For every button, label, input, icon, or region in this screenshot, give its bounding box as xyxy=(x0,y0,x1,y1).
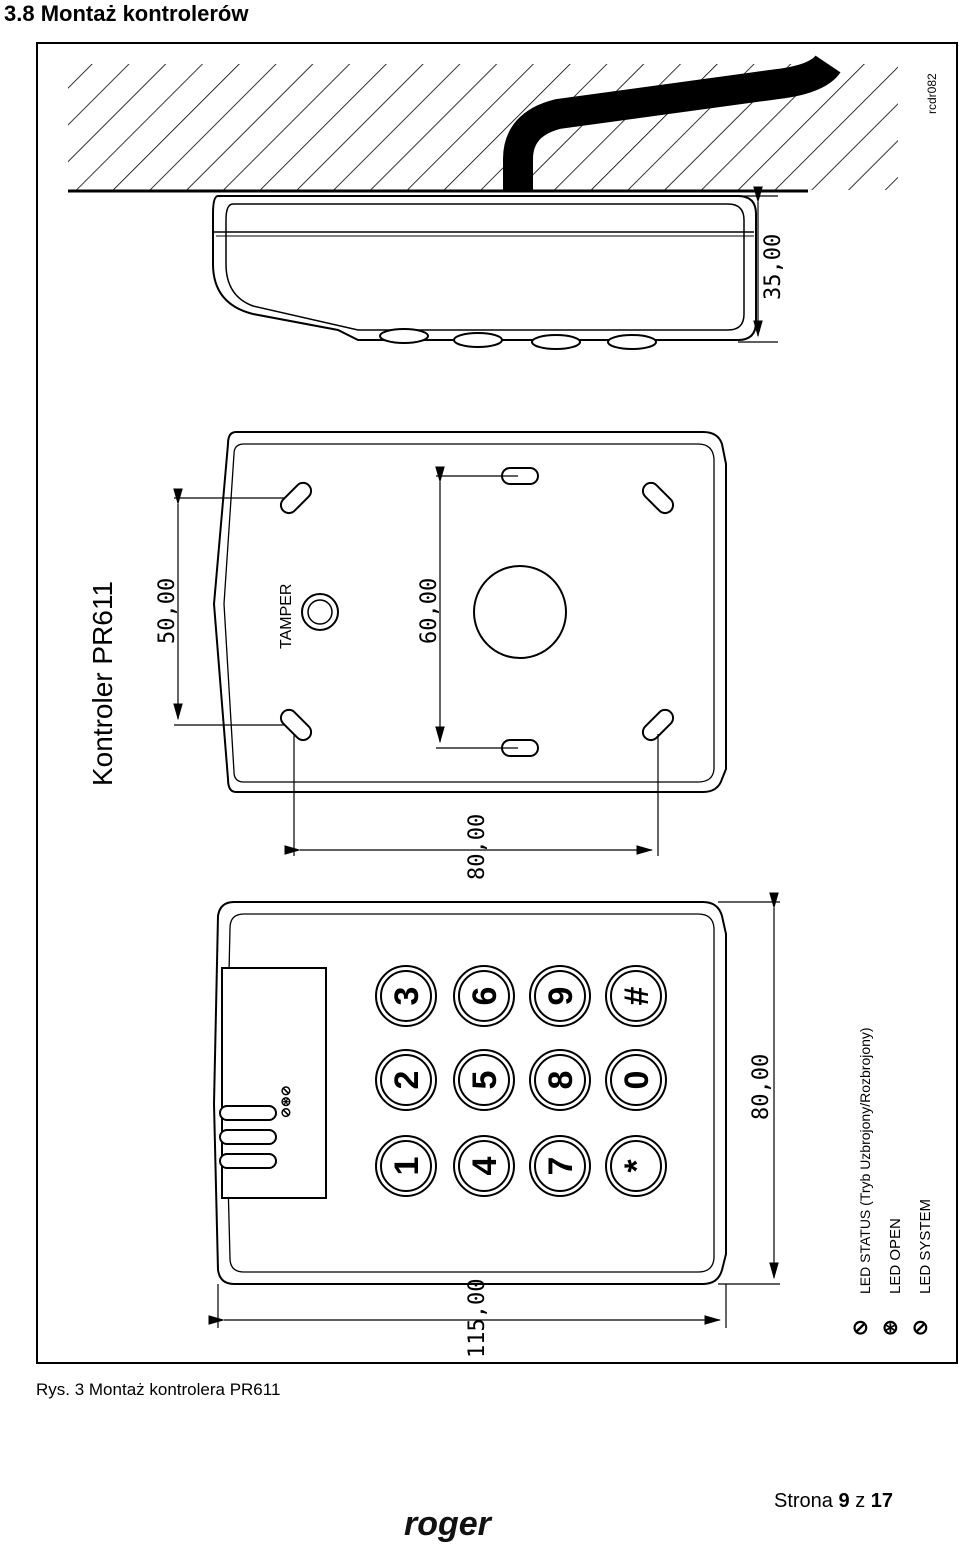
key-face xyxy=(534,1054,586,1106)
key-ring xyxy=(605,1135,667,1197)
key-face xyxy=(534,1140,586,1192)
key-ring xyxy=(453,1135,515,1197)
key-label: 8 xyxy=(542,1071,580,1090)
dim-hole-horizontal: 80,00 xyxy=(465,814,490,880)
housing-side xyxy=(212,195,757,341)
led-legend: LED STATUS (Tryb Uzbrojony/Rozbrojony) L… xyxy=(852,1027,934,1339)
key-face xyxy=(458,970,510,1022)
legend-led-system: LED SYSTEM xyxy=(917,1199,934,1294)
dim-depth: 35,00 xyxy=(761,234,786,300)
figure-caption: Rys. 3 Montaż kontrolera PR611 xyxy=(36,1380,281,1399)
key-face xyxy=(610,970,662,1022)
keypad-key-7: 7 xyxy=(529,1135,591,1197)
keypad-key-4: 4 xyxy=(453,1135,515,1197)
page-number: Strona 9 z 17 xyxy=(774,1490,893,1513)
key-face xyxy=(380,1140,432,1192)
dim-hole-vertical: 50,00 xyxy=(155,578,180,644)
led-status-icon: ⊘ xyxy=(852,1317,869,1339)
figure-title: Kontroler PR611 xyxy=(87,581,118,786)
keypad: 1 2 3 4 5 6 7 8 9 * 0 # xyxy=(375,965,667,1197)
key-face xyxy=(534,970,586,1022)
key-ring xyxy=(375,965,437,1027)
section-heading: 3.8 Montaż kontrolerów xyxy=(4,1,249,26)
key-face xyxy=(458,1140,510,1192)
key-label: 4 xyxy=(466,1156,504,1175)
side-view: 35,00 rcdr082 xyxy=(68,54,939,350)
page-prefix: Strona xyxy=(774,1490,833,1512)
legend-led-status: LED STATUS (Tryb Uzbrojony/Rozbrojony) xyxy=(857,1027,873,1294)
dim-width: 80,00 xyxy=(749,1054,774,1120)
key-ring xyxy=(605,965,667,1027)
keypad-key-8: 8 xyxy=(529,1049,591,1111)
key-ring xyxy=(375,1135,437,1197)
key-label: 2 xyxy=(388,1071,426,1090)
key-face xyxy=(458,1054,510,1106)
key-label: 0 xyxy=(618,1071,656,1090)
page-current: 9 xyxy=(838,1490,850,1512)
back-view: TAMPER 50,00 60,00 80,00 Kontroler PR611 xyxy=(87,431,727,880)
key-face xyxy=(380,970,432,1022)
keypad-key-2: 2 xyxy=(375,1049,437,1111)
tamper-label: TAMPER xyxy=(278,584,295,649)
key-label: 3 xyxy=(388,987,426,1006)
dim-height: 115,00 xyxy=(465,1279,490,1358)
keypad-key-3: 3 xyxy=(375,965,437,1027)
dim-hole-center: 60,00 xyxy=(417,578,442,644)
keypad-key-6: 6 xyxy=(453,965,515,1027)
page-total: 17 xyxy=(870,1490,893,1512)
led-indicators xyxy=(219,1105,277,1169)
mounting-drawing: 35,00 rcdr082 TAMPER 50,00 60,00 xyxy=(68,54,939,1358)
key-face xyxy=(610,1140,662,1192)
led-symbols: ⊘⊛⊘ xyxy=(278,1085,293,1118)
key-face xyxy=(610,1054,662,1106)
key-ring xyxy=(375,1049,437,1111)
key-label: 6 xyxy=(466,987,504,1006)
key-label: # xyxy=(618,986,656,1005)
key-ring xyxy=(453,965,515,1027)
key-label: 5 xyxy=(466,1071,504,1090)
keypad-key-5: 5 xyxy=(453,1049,515,1111)
roger-logo: roger xyxy=(404,1505,491,1543)
key-ring xyxy=(605,1049,667,1111)
key-ring xyxy=(453,1049,515,1111)
keypad-key-9: 9 xyxy=(529,965,591,1027)
housing-back xyxy=(212,431,727,793)
keypad-key-#: # xyxy=(605,965,667,1027)
drawing-ref: rcdr082 xyxy=(925,73,939,114)
keypad-key-1: 1 xyxy=(375,1135,437,1197)
key-ring xyxy=(529,1135,591,1197)
key-label: * xyxy=(618,1159,656,1173)
side-buttons xyxy=(379,328,657,350)
key-face xyxy=(380,1054,432,1106)
legend-led-open: LED OPEN xyxy=(887,1218,904,1294)
key-ring xyxy=(529,1049,591,1111)
cable-hole xyxy=(473,565,567,659)
page-sep: z xyxy=(855,1490,866,1512)
key-ring xyxy=(529,965,591,1027)
mounting-figure: 35,00 rcdr082 TAMPER 50,00 60,00 xyxy=(36,42,958,1364)
led-open-icon: ⊛ xyxy=(882,1317,899,1339)
cable xyxy=(503,54,841,191)
keypad-key-*: * xyxy=(605,1135,667,1197)
key-label: 1 xyxy=(388,1157,426,1176)
led-system-icon: ⊘ xyxy=(912,1317,929,1339)
key-label: 7 xyxy=(542,1157,580,1176)
key-label: 9 xyxy=(542,987,580,1006)
keypad-key-0: 0 xyxy=(605,1049,667,1111)
